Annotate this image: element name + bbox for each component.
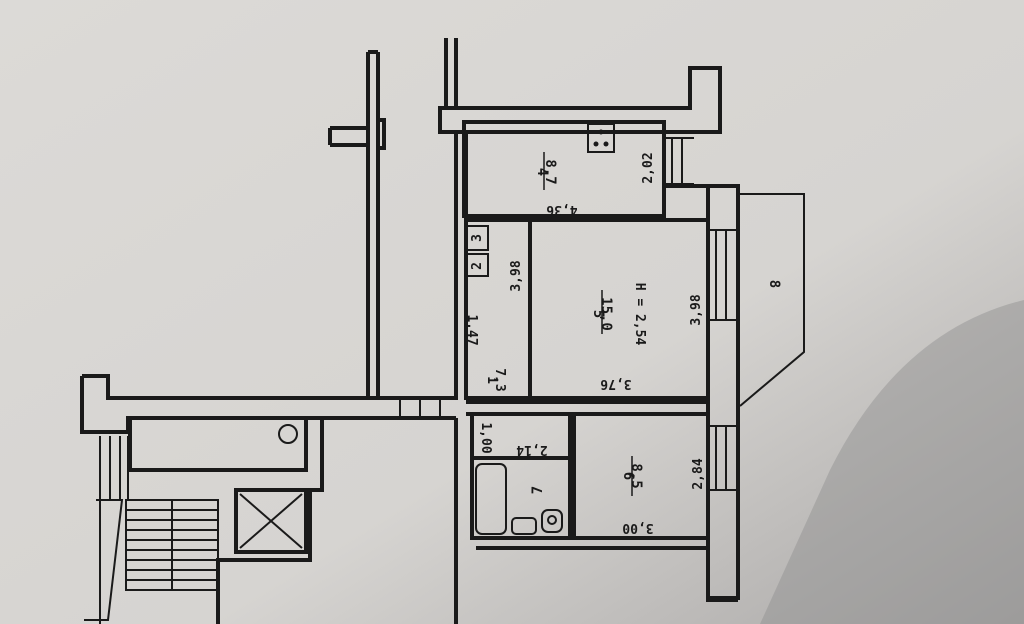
chute-icon <box>278 424 298 444</box>
room-2-number: 2 <box>470 262 485 270</box>
stairs <box>99 436 129 624</box>
room-1-number: 1 <box>484 376 499 384</box>
closet-2 <box>465 253 489 277</box>
room-4-number: 4 <box>534 168 550 176</box>
window-room6 <box>708 425 738 491</box>
walls <box>80 38 805 624</box>
room-6-width: 3,00 <box>622 520 653 535</box>
room-6-area: 8,5 <box>628 463 644 488</box>
bathtub-icon <box>475 463 507 535</box>
kitchen-width: 4,36 <box>546 202 577 217</box>
stove-icon <box>587 123 615 153</box>
toilet-icon <box>541 509 563 533</box>
stair-steps <box>125 499 219 591</box>
ceiling-height: H = 2,54 <box>632 283 647 346</box>
room-7-number: 7 <box>530 486 546 494</box>
hall-length: 3,98 <box>509 260 524 291</box>
bath-width: 2,14 <box>516 442 547 457</box>
window-room5 <box>708 229 738 321</box>
room-5-length: 3,98 <box>689 294 704 325</box>
elevator-icon <box>234 488 308 554</box>
balcony <box>739 193 805 407</box>
bath-depth: 1,00 <box>478 422 493 453</box>
room-4-area: 8,7 <box>542 159 558 184</box>
room-5-width: 3,76 <box>600 376 631 391</box>
room-8-number: 8 <box>766 280 782 288</box>
room-5-area: 15,0 <box>598 297 614 331</box>
doorway <box>399 398 441 418</box>
sink-icon <box>511 517 537 535</box>
room-6-number: 6 <box>620 472 636 480</box>
shadow <box>760 300 1024 624</box>
closet-3 <box>465 225 489 251</box>
room-5-number: 5 <box>590 310 606 318</box>
room-1-area: 7,3 <box>492 368 507 391</box>
kitchen-depth: 2,02 <box>641 152 656 183</box>
hall-width: 1,47 <box>464 314 479 345</box>
room-3-number: 3 <box>470 234 485 242</box>
room-6-depth: 2,84 <box>691 458 706 489</box>
